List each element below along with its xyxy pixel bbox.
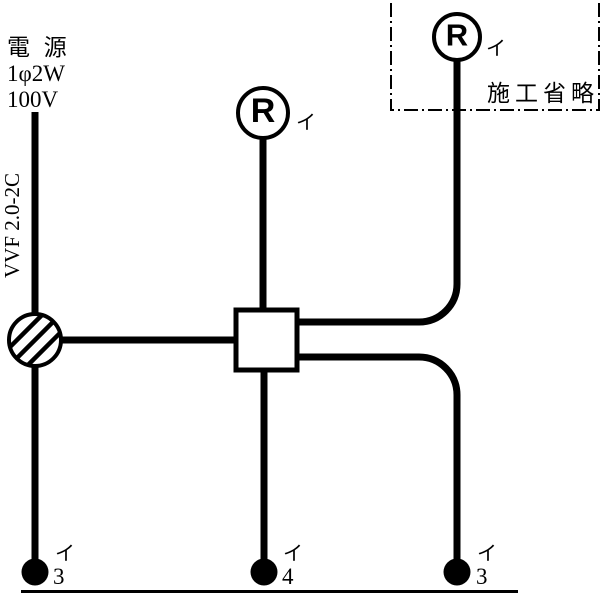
lamp-receptacle-top-right-circle bbox=[432, 12, 482, 62]
lamp-top-center-letter: R bbox=[250, 91, 276, 130]
power-source-title: 電 源 bbox=[7, 35, 71, 60]
omission-boundary-box bbox=[390, 3, 600, 111]
switch-left-ways: 3 bbox=[53, 564, 65, 589]
joint-box-symbol bbox=[7, 312, 63, 368]
switch-3way-left-dot bbox=[21, 558, 49, 586]
power-source-phase-spec: 1φ2W bbox=[7, 61, 65, 86]
power-source-voltage: 100V bbox=[7, 87, 59, 112]
switch-3way-right-dot bbox=[443, 558, 471, 586]
switch-center-circuit-tag: イ bbox=[283, 543, 303, 565]
lamp-top-right-circuit-tag: イ bbox=[486, 38, 506, 60]
switch-left-circuit-tag: イ bbox=[55, 543, 75, 565]
wire-outletbox-to-top-right-lamp bbox=[294, 58, 461, 326]
switch-4way-center-dot bbox=[250, 558, 278, 586]
lamp-receptacle-top-center-circle bbox=[236, 86, 290, 140]
switch-right-ways: 3 bbox=[476, 564, 488, 589]
switch-center-ways: 4 bbox=[282, 564, 294, 589]
wire-outletbox-to-right-switch bbox=[294, 353, 461, 566]
lamp-top-center-circuit-tag: イ bbox=[296, 112, 316, 134]
wires bbox=[31, 58, 461, 566]
switch-right-circuit-tag: イ bbox=[477, 543, 497, 565]
outlet-box-symbol bbox=[233, 307, 300, 373]
lamp-top-right-letter: R bbox=[445, 17, 469, 53]
cable-spec-label: VVF 2.0-2C bbox=[0, 172, 24, 278]
omission-label: 施工省略 bbox=[487, 81, 599, 106]
